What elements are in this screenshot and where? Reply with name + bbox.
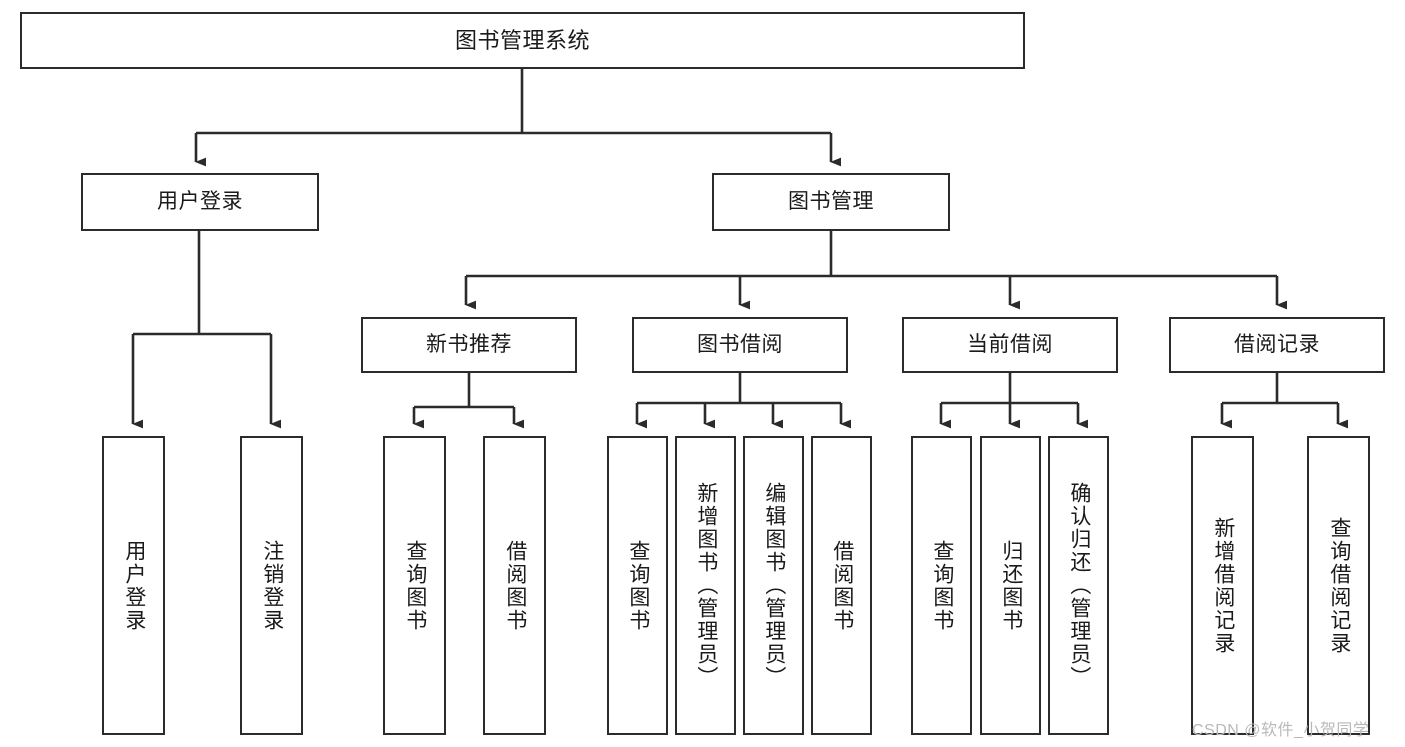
node-book-borrow[interactable]: 图书借阅 — [632, 317, 848, 373]
node-current-borrow[interactable]: 当前借阅 — [902, 317, 1118, 373]
node-label: 当前借阅 — [967, 332, 1053, 356]
leaf-borrow-record-query[interactable]: 查询借阅记录 — [1307, 436, 1370, 735]
node-label: 新书推荐 — [426, 332, 512, 356]
leaf-user-login-logout[interactable]: 注销登录 — [240, 436, 303, 735]
leaf-current-borrow-query[interactable]: 查询图书 — [911, 436, 972, 735]
node-label: 用户登录 — [122, 539, 146, 632]
node-label: 新增图书（管理员） — [694, 482, 718, 689]
node-root-system[interactable]: 图书管理系统 — [20, 12, 1025, 69]
node-label: 查询图书 — [626, 539, 650, 632]
node-label: 借阅图书 — [830, 539, 854, 632]
leaf-book-borrow-edit[interactable]: 编辑图书（管理员） — [743, 436, 804, 735]
node-book-management[interactable]: 图书管理 — [712, 173, 950, 231]
node-label: 查询图书 — [930, 539, 954, 632]
node-label: 用户登录 — [157, 189, 243, 213]
node-label: 编辑图书（管理员） — [762, 482, 786, 689]
leaf-book-borrow-add[interactable]: 新增图书（管理员） — [675, 436, 736, 735]
node-label: 新增借阅记录 — [1211, 516, 1235, 655]
node-user-login[interactable]: 用户登录 — [81, 173, 319, 231]
leaf-new-book-borrow[interactable]: 借阅图书 — [483, 436, 546, 735]
leaf-new-book-query[interactable]: 查询图书 — [383, 436, 446, 735]
leaf-current-borrow-return[interactable]: 归还图书 — [980, 436, 1041, 735]
leaf-borrow-record-add[interactable]: 新增借阅记录 — [1191, 436, 1254, 735]
node-label: 借阅记录 — [1234, 332, 1320, 356]
node-borrow-record[interactable]: 借阅记录 — [1169, 317, 1385, 373]
node-label: 归还图书 — [999, 539, 1023, 632]
node-label: 图书借阅 — [697, 332, 783, 356]
node-label: 查询借阅记录 — [1327, 516, 1351, 655]
node-label: 确认归还（管理员） — [1067, 482, 1091, 689]
node-new-book-recommend[interactable]: 新书推荐 — [361, 317, 577, 373]
leaf-current-borrow-confirm-return[interactable]: 确认归还（管理员） — [1048, 436, 1109, 735]
leaf-book-borrow-borrow[interactable]: 借阅图书 — [811, 436, 872, 735]
leaf-book-borrow-query[interactable]: 查询图书 — [607, 436, 668, 735]
node-label: 查询图书 — [403, 539, 427, 632]
node-label: 注销登录 — [260, 539, 284, 632]
node-label: 图书管理系统 — [454, 27, 590, 53]
node-label: 借阅图书 — [503, 539, 527, 632]
node-label: 图书管理 — [788, 189, 874, 213]
leaf-user-login-login[interactable]: 用户登录 — [102, 436, 165, 735]
